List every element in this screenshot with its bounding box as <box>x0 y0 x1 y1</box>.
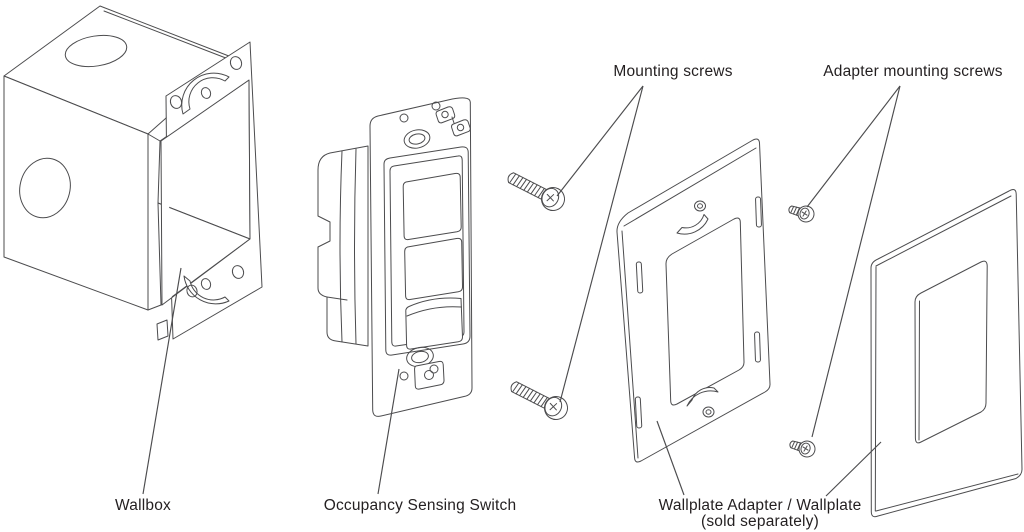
wallbox-top-knockout <box>64 34 128 68</box>
switch-strap-slot-top-inner <box>408 133 426 145</box>
switch-terminal-2 <box>451 119 471 137</box>
adapter-keyhole-top-inner <box>697 203 703 209</box>
adapter-ear-top <box>676 214 709 235</box>
adapter-keyhole-top <box>694 200 706 212</box>
wallplate-bevel <box>874 195 1019 512</box>
wallbox-screw-hole <box>231 265 245 279</box>
switch-strap-hole <box>399 371 409 381</box>
adapter-screw-bottom <box>787 435 818 460</box>
adapter-window <box>665 217 745 406</box>
switch-strap-slot-bottom-inner <box>411 350 429 364</box>
occupancy-switch-leader <box>377 368 400 495</box>
adapter-screw-top <box>786 200 817 225</box>
switch-terminal-screw <box>441 110 449 119</box>
mounting-screw-bottom <box>505 374 572 424</box>
wallplate-leader <box>825 441 882 497</box>
switch-strap-slot-top <box>403 129 431 149</box>
wallbox-opening-outline <box>160 79 251 306</box>
wallbox-frame-edges <box>147 133 162 311</box>
wallplate-adapter-label-line1: Wallplate Adapter / Wallplate <box>658 497 862 514</box>
wallbox-ear-pivot-top <box>200 87 212 99</box>
switch-terminal-link <box>451 116 455 124</box>
wallplate-adapter-label: Wallplate Adapter / Wallplate (sold sepa… <box>659 498 862 529</box>
switch-button-1 <box>402 172 462 241</box>
mounting-screws-leader-1 <box>556 85 644 197</box>
wallplate-window <box>914 260 988 444</box>
wallbox-bracket-fill <box>161 42 262 339</box>
mounting-screw-top <box>502 165 569 215</box>
wallbox-plaster-ear-bottom <box>183 275 230 305</box>
switch-terminal-screw <box>456 123 465 132</box>
wallbox-drawing <box>3 5 263 341</box>
mounting-screws-leader-2 <box>559 85 644 403</box>
wallbox-ear-pivot-bottom <box>200 278 212 290</box>
switch-housing-contours <box>326 148 357 345</box>
occupancy-switch-drawing <box>317 97 473 417</box>
wallbox-plaster-ear-top <box>181 72 230 115</box>
switch-sensor-lens <box>405 297 464 350</box>
wallplate-adapter-label-line2: (sold separately) <box>701 512 819 530</box>
adapter-slot <box>635 261 644 294</box>
wallbox-screw-hole <box>169 95 183 109</box>
adapter-slot <box>754 331 761 363</box>
wallplate-adapter-leader <box>656 420 685 496</box>
wallbox-side-knockout <box>19 157 71 219</box>
switch-strap-boss <box>414 360 445 390</box>
switch-rear-housing <box>317 145 369 347</box>
adapter-mounting-screws-label: Adapter mounting screws <box>823 63 1003 80</box>
switch-lens-crease <box>406 306 462 317</box>
wallplate-plate <box>870 189 1023 518</box>
adapter-ear-bottom <box>686 387 719 407</box>
adapter-keyhole-bottom-inner <box>705 409 712 415</box>
adapter-screws-leader-1 <box>806 85 901 208</box>
mounting-screws-drawing <box>502 165 572 424</box>
wallbox-label: Wallbox <box>115 497 171 514</box>
wallbox-top-lip <box>103 10 232 61</box>
wallplate-drawing <box>870 189 1023 518</box>
wallbox-screw-hole <box>229 56 243 70</box>
adapter-slot <box>634 396 643 429</box>
wallplate-adapter-drawing <box>616 138 771 463</box>
adapter-slot <box>755 196 762 228</box>
occupancy-switch-label: Occupancy Sensing Switch <box>323 497 517 514</box>
switch-button-2 <box>404 237 464 301</box>
wallbox-leader <box>142 267 182 495</box>
adapter-screws-leader-2 <box>811 85 901 438</box>
adapter-bevel <box>621 147 757 459</box>
wallbox-bracket-outline <box>165 41 263 340</box>
wallplate-window-inner-edge <box>918 300 920 441</box>
adapter-screws-drawing <box>786 200 818 460</box>
switch-strap-hole <box>429 364 439 374</box>
switch-strap-hole <box>431 101 441 111</box>
adapter-keyhole-bottom <box>702 406 715 418</box>
switch-boss-hole <box>424 370 434 380</box>
switch-strap-hole <box>399 113 409 123</box>
leader-lines <box>142 85 901 497</box>
wallbox-bracket-tab <box>156 319 169 341</box>
mounting-screws-label: Mounting screws <box>613 63 733 80</box>
wallbox-screw-hole <box>186 284 198 298</box>
